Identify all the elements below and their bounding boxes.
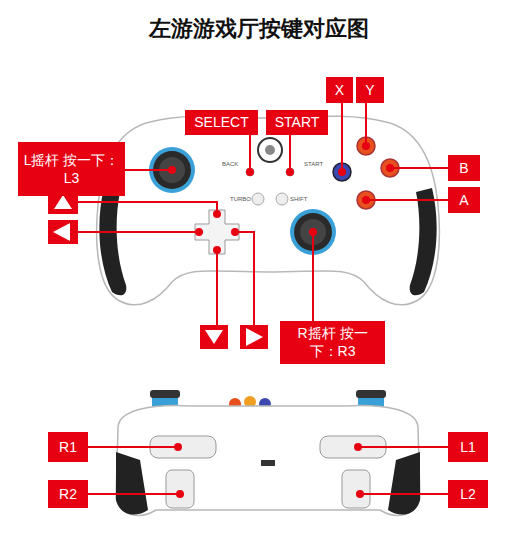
trigger — [342, 470, 370, 508]
leader-line — [88, 493, 180, 495]
grip — [410, 188, 437, 295]
label-box: Y — [356, 77, 384, 103]
logo — [258, 138, 282, 162]
logo-mark — [265, 145, 275, 155]
leader-line — [365, 103, 367, 146]
leader-dot — [213, 246, 221, 254]
leader-dot — [338, 168, 346, 176]
button-name: B — [452, 159, 476, 177]
label-box: B — [448, 155, 480, 181]
leader-line — [366, 199, 448, 201]
label-box: X — [326, 77, 353, 103]
label-box: SELECT — [185, 110, 258, 135]
leader-line — [358, 446, 448, 448]
dpad — [195, 210, 239, 254]
label-box: A — [448, 187, 480, 213]
arrow-symbol — [205, 330, 223, 344]
arrow-box — [48, 220, 78, 244]
button-name: R2 — [52, 485, 84, 503]
small-button — [252, 193, 264, 205]
button-name: L摇杆 按一下：L3 — [22, 151, 121, 187]
leader-dot — [286, 168, 294, 176]
small-button — [276, 193, 288, 205]
arrow-box — [200, 325, 228, 349]
arrow-box — [240, 325, 268, 349]
leader-dot — [356, 490, 364, 498]
leader-line — [249, 135, 251, 172]
leader-line — [125, 169, 172, 171]
leader-dot — [213, 210, 221, 218]
button-name: R1 — [52, 438, 84, 456]
leader-line — [78, 231, 199, 233]
stick-cap — [150, 390, 180, 398]
button-name: Y — [360, 81, 380, 99]
small-button — [246, 168, 254, 176]
arrow-symbol — [53, 223, 70, 241]
printed-mark: START — [304, 161, 323, 167]
leader-line — [216, 250, 218, 325]
leader-dot — [386, 164, 394, 172]
grip — [99, 188, 126, 295]
grip — [116, 452, 148, 515]
leader-line — [341, 103, 343, 172]
gamepad-body — [116, 406, 420, 516]
button-name: L2 — [452, 485, 484, 503]
leader-dot — [195, 228, 203, 236]
leader-line — [390, 167, 448, 169]
label-box: L2 — [448, 480, 488, 508]
button-name: SELECT — [189, 113, 254, 131]
arrow-symbol — [54, 195, 72, 209]
button-name: X — [330, 81, 349, 99]
printed-mark: SHIFT — [290, 196, 307, 202]
button-name: L1 — [452, 438, 484, 456]
leader-line — [312, 232, 314, 322]
leader-dot — [246, 168, 254, 176]
label-box: L1 — [448, 432, 488, 462]
leader-dot — [354, 443, 362, 451]
button-name: START — [270, 113, 324, 131]
trigger — [166, 470, 194, 508]
usb-port — [261, 460, 275, 466]
leader-line — [88, 446, 178, 448]
leader-dot — [176, 490, 184, 498]
arrow-symbol — [246, 328, 263, 346]
leader-dot — [168, 166, 176, 174]
printed-mark: BACK — [222, 161, 238, 167]
gamepad-body — [97, 116, 440, 305]
button-name: R摇杆 按一下：R3 — [284, 324, 381, 360]
label-box: START — [266, 110, 328, 135]
leader-line — [235, 232, 254, 325]
grip — [388, 452, 420, 515]
leader-line — [289, 135, 291, 172]
stick-cap — [356, 390, 386, 398]
label-box: R2 — [48, 480, 88, 508]
small-button — [286, 168, 294, 176]
label-box: L摇杆 按一下：L3 — [18, 142, 125, 196]
leader-line — [360, 493, 448, 495]
label-box: R摇杆 按一下：R3 — [280, 321, 385, 364]
leader-dot — [231, 228, 239, 236]
leader-dot — [174, 443, 182, 451]
label-box: R1 — [48, 432, 88, 462]
title: 左游游戏厅按键对应图 — [0, 14, 517, 44]
leader-dot — [309, 228, 317, 236]
printed-mark: TURBO — [230, 196, 251, 202]
leader-dot — [362, 196, 370, 204]
button-name: A — [452, 191, 476, 209]
leader-line — [78, 202, 217, 214]
leader-dot — [362, 142, 370, 150]
